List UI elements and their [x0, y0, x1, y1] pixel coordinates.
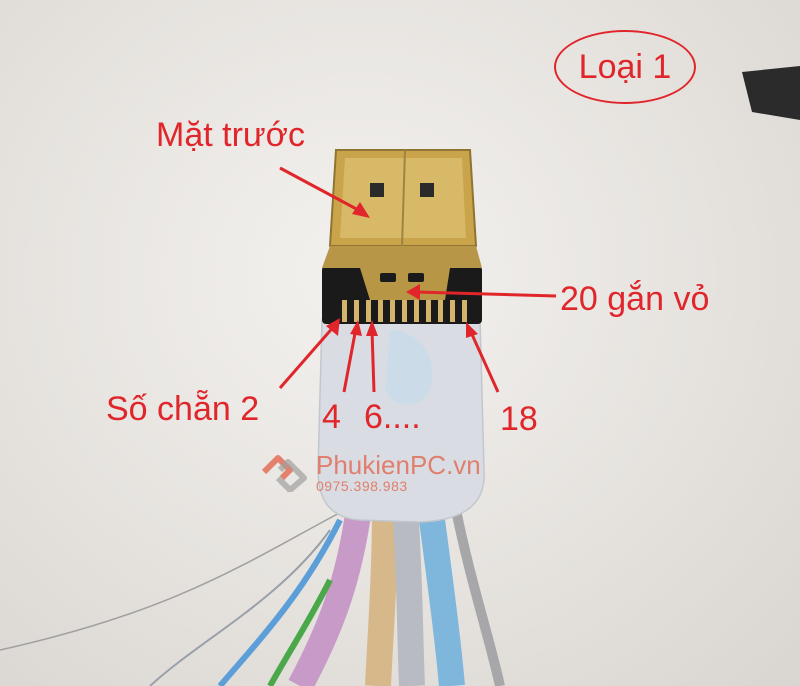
annotation-arrows [278, 166, 557, 393]
cable-wires [0, 498, 505, 686]
connector-pins [342, 300, 467, 322]
watermark-brand: PhukienPC.vn [316, 450, 481, 480]
background-object [742, 66, 800, 120]
label-shell: 20 gắn vỏ [560, 280, 710, 318]
watermark-logo-icon [261, 455, 307, 492]
label-four: 4 [322, 398, 341, 436]
label-even: Số chẵn 2 [106, 390, 260, 428]
type-badge-text: Loại 1 [578, 47, 672, 86]
watermark-phone: 0975.398.983 [316, 478, 408, 494]
label-six: 6.... [364, 398, 421, 436]
insulation-sleeve [317, 317, 485, 523]
type-badge: Loại 1 [554, 30, 696, 104]
label-eighteen: 18 [500, 400, 538, 438]
label-front: Mặt trước [156, 116, 305, 154]
